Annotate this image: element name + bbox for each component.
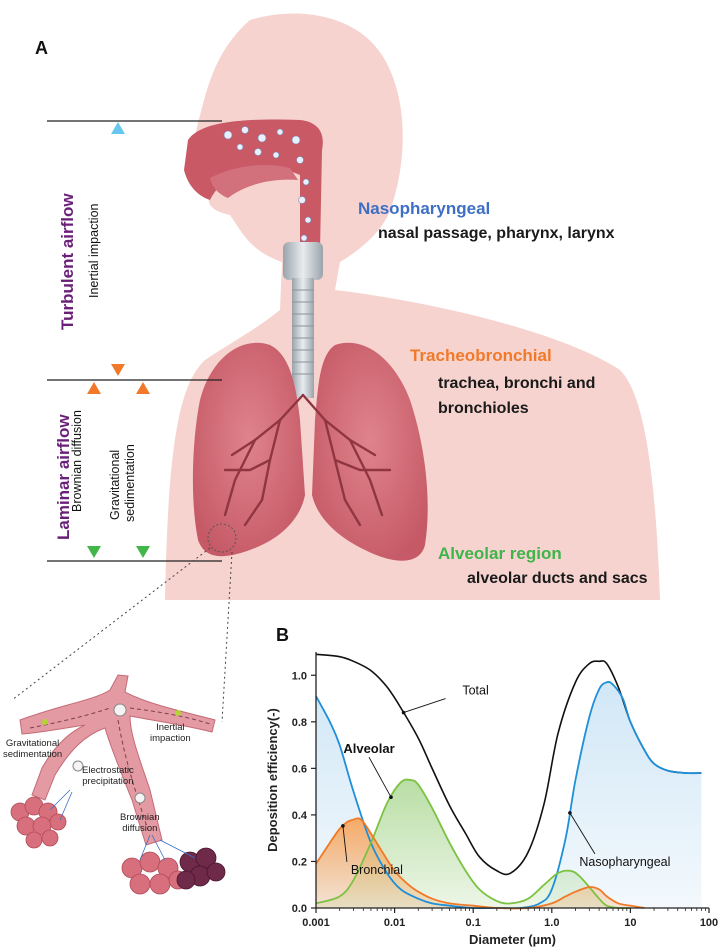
x-tick-label: 0.001	[302, 917, 330, 929]
annotation-label-bronchial: Bronchial	[351, 863, 403, 877]
annotation-label-total: Total	[462, 684, 488, 698]
nasal-cavity	[184, 119, 323, 251]
gravitational-arrow-head-top	[136, 382, 150, 394]
y-tick-label: 1.0	[292, 670, 307, 682]
x-tick-label: 100	[700, 917, 718, 929]
tracheobronchial-desc-line1: trachea, bronchi and	[438, 375, 596, 392]
tracheobronchial-title: Tracheobronchial	[410, 346, 552, 365]
annotation-point-nasopharyngeal	[568, 811, 572, 815]
annotation-point-total	[401, 710, 406, 715]
series-line-bronchial	[315, 817, 645, 910]
y-tick-label: 0.8	[292, 717, 307, 729]
gravitational-arrow-head-bottom	[136, 546, 150, 558]
y-tick-label: 0.0	[292, 903, 307, 915]
x-tick-label: 1.0	[544, 917, 559, 929]
nasopharyngeal-title: Nasopharyngeal	[358, 199, 491, 218]
annotation-label-nasopharyngeal: Nasopharyngeal	[579, 855, 670, 869]
annotation-leader-alveolar	[368, 756, 392, 798]
annotation-label-alveolar: Alveolar	[343, 741, 394, 756]
x-tick-label: 10	[624, 917, 636, 929]
series-line-alveolar	[315, 778, 631, 910]
annotation-point-bronchial	[341, 824, 345, 828]
tracheobronchial-desc-line2: bronchioles	[438, 400, 529, 417]
nasal-particles	[223, 126, 312, 242]
y-tick-label: 0.4	[292, 810, 308, 822]
y-tick-label: 0.2	[292, 856, 307, 868]
x-tick-label: 0.01	[384, 917, 405, 929]
annotation-point-alveolar	[389, 795, 393, 799]
series-line-nasopharyngeal	[315, 681, 702, 910]
series-fill-nasopharyngeal	[316, 681, 702, 909]
annotation-leader-nasopharyngeal	[569, 812, 596, 855]
alveolar-region-title: Alveolar region	[438, 544, 562, 563]
nasopharyngeal-desc: nasal passage, pharynx, larynx	[378, 225, 615, 242]
larynx	[283, 242, 323, 280]
inertial-arrow-head-bottom	[111, 364, 125, 376]
y-tick-label: 0.6	[292, 763, 307, 775]
annotation-leader-total	[403, 698, 446, 714]
annotation-leader-bronchial	[342, 825, 348, 862]
mouth-cavity	[210, 165, 298, 198]
panel-b-label: B	[276, 625, 289, 645]
y-axis-label: Deposition efficiency(-)	[265, 708, 280, 852]
brownian-arrow-head-bottom	[87, 546, 101, 558]
trachea-rings	[292, 289, 314, 375]
zoom-line-left	[11, 547, 211, 701]
inertial-arrow-head-top	[111, 122, 125, 134]
brownian-arrow-head-top	[87, 382, 101, 394]
zoom-line-right	[221, 551, 233, 723]
alveoli-highlight	[207, 523, 237, 553]
alveolar-region-desc: alveolar ducts and sacs	[467, 570, 648, 587]
inset-airway	[10, 674, 226, 895]
panel-a-label: A	[35, 38, 48, 58]
x-tick-label: 0.1	[466, 917, 481, 929]
bronchial-tree	[223, 393, 392, 527]
x-axis-label: Diameter (µm)	[469, 932, 556, 947]
